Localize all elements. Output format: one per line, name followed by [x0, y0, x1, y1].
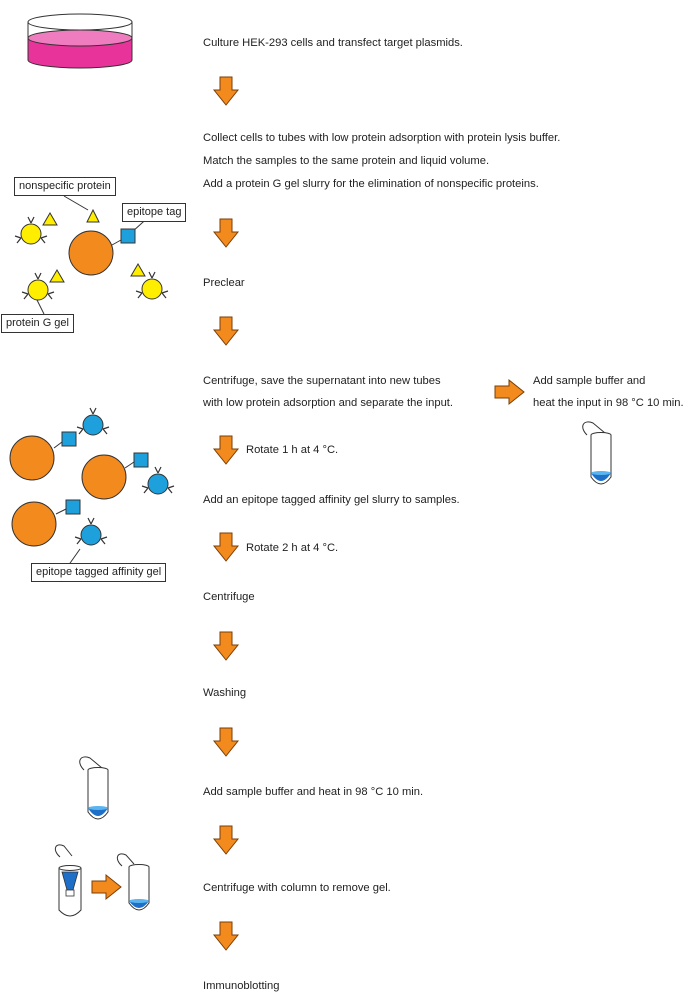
step-add-affinity-gel: Add an epitope tagged affinity gel slurr… — [203, 494, 460, 506]
label-epitope-tagged-affinity-gel: epitope tagged affinity gel — [31, 563, 167, 582]
down-arrow-icon — [213, 727, 239, 757]
step-centrifuge-line1: Centrifuge, save the supernatant into ne… — [203, 375, 441, 387]
step-collect-line1: Collect cells to tubes with low protein … — [203, 132, 561, 144]
target-protein-icon — [68, 230, 114, 276]
label-epitope-tag: epitope tag — [122, 203, 187, 222]
right-arrow-icon — [494, 379, 525, 405]
down-arrow-icon — [213, 218, 239, 248]
down-arrow-icon — [213, 921, 239, 951]
label-nonspecific-protein: nonspecific protein — [14, 177, 116, 196]
step-culture: Culture HEK-293 cells and transfect targ… — [203, 37, 463, 49]
nonspecific-protein-icon — [42, 212, 58, 226]
down-arrow-icon — [213, 435, 239, 465]
right-arrow-icon — [91, 874, 122, 900]
tube-icon — [116, 853, 150, 911]
step-preclear: Preclear — [203, 277, 245, 289]
input-branch-line2: heat the input in 98 °C 10 min. — [533, 397, 684, 409]
epitope-tag-icon — [120, 228, 136, 244]
rotation-2: Rotate 2 h at 4 °C. — [246, 542, 339, 554]
down-arrow-icon — [213, 316, 239, 346]
down-arrow-icon — [213, 825, 239, 855]
input-tube-icon — [582, 421, 612, 485]
ip-cluster — [9, 408, 174, 567]
step-centrifuge: Centrifuge — [203, 591, 255, 603]
culture-dish-icon — [27, 13, 133, 69]
step-collect-line2: Match the samples to the same protein an… — [203, 155, 490, 167]
label-protein-g-gel: protein G gel — [1, 314, 74, 333]
step-heat: Add sample buffer and heat in 98 °C 10 m… — [203, 786, 424, 798]
input-branch-line1: Add sample buffer and — [533, 375, 646, 387]
sample-tube-icon — [79, 756, 109, 820]
step-collect-line3: Add a protein G gel slurry for the elimi… — [203, 178, 539, 190]
down-arrow-icon — [213, 76, 239, 106]
step-centrifuge-line2: with low protein adsorption and separate… — [203, 397, 454, 409]
step-remove-gel: Centrifuge with column to remove gel. — [203, 882, 391, 894]
rotation-1: Rotate 1 h at 4 °C. — [246, 444, 339, 456]
down-arrow-icon — [213, 631, 239, 661]
spin-column-tube-icon — [54, 844, 82, 917]
down-arrow-icon — [213, 532, 239, 562]
step-washing: Washing — [203, 687, 247, 699]
preclear-cluster — [15, 195, 168, 315]
step-immunoblotting: Immunoblotting — [203, 980, 280, 992]
nonspecific-protein-icon — [86, 208, 100, 223]
